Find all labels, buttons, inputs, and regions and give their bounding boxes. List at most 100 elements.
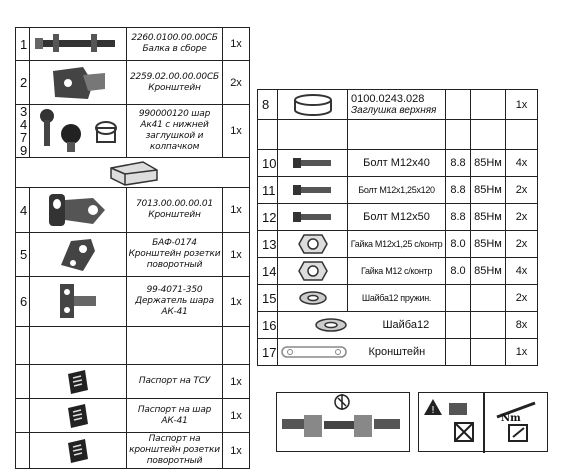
table-row: 10 Болт М12х40 8.8 85Нм 4x [257, 149, 538, 177]
part-number: 16 [257, 311, 278, 339]
document-icon [29, 398, 127, 433]
part-qty: 2x [505, 230, 538, 258]
part-torque: 85Нм [470, 176, 506, 204]
warning-torque-panel: ! Nm [418, 392, 548, 453]
part-torque: 85Нм [470, 230, 506, 258]
torque-unit-label: Nm [501, 413, 521, 424]
table-row: Паспорт на кронштейн розетки поворотный … [15, 432, 250, 469]
part-code: 7013.00.00.00.01 [136, 199, 213, 209]
table-row: 13 Гайка М12х1,25 с/контр 8.0 85Нм 2x [257, 230, 538, 258]
table-row: 17 Кронштейн 1x [257, 338, 538, 366]
part-qty: 2x [505, 284, 538, 312]
part-name: Заглушка верхняя [351, 104, 437, 116]
part-number: 6 [15, 276, 30, 327]
table-row: Паспорт на шар АК-41 1x [15, 398, 250, 433]
part-number: 15 [257, 284, 278, 312]
part-name: Болт М12х50 [347, 203, 446, 231]
table-row: 15 Шайба12 пружин. 2x [257, 284, 538, 312]
part-qty: 1x [222, 232, 250, 277]
part-name: Кронштейн розетки поворотный [128, 249, 221, 270]
part-number: 13 [257, 230, 278, 258]
nut-icon [277, 257, 348, 285]
top-cap-icon [15, 157, 250, 188]
part-torque: 85Нм [470, 257, 506, 285]
part-grade: 8.8 [445, 203, 471, 231]
part-code: 99-4071-350 [146, 285, 203, 295]
part-grade: 8.0 [445, 257, 471, 285]
part-number: 4 [15, 187, 30, 233]
part-name: Держатель шара АК-41 [135, 296, 214, 317]
part-qty: 2x [505, 203, 538, 231]
part-name: Гайка М12х1,25 с/контр [347, 230, 446, 258]
part-number: 7 [20, 130, 28, 145]
part-qty: 1x [222, 364, 250, 399]
part-name: Кронштейн [148, 82, 201, 93]
part-number: 2 [15, 60, 30, 105]
table-row-empty [257, 119, 538, 150]
part-number: 5 [15, 232, 30, 277]
svg-text:!: ! [431, 405, 435, 416]
beam-icon [29, 27, 127, 61]
cap-ring-icon [277, 89, 348, 120]
part-number: 11 [257, 176, 278, 204]
part-torque: 85Нм [470, 149, 506, 177]
part-number: 10 [257, 149, 278, 177]
part-number: 1 [15, 27, 30, 61]
part-number: 12 [257, 203, 278, 231]
part-qty: 4x [505, 149, 538, 177]
part-number: 8 [257, 89, 278, 120]
plate-bracket-icon [29, 187, 127, 233]
part-grade: 8.8 [445, 176, 471, 204]
part-name: Шайба12 [382, 318, 430, 331]
washer-icon [312, 316, 350, 334]
part-qty: 1x [222, 398, 250, 433]
part-code: 990000120 шар [138, 109, 211, 119]
ball-holder-icon [29, 276, 127, 327]
part-torque: 85Нм [470, 203, 506, 231]
part-qty: 4x [505, 257, 538, 285]
bolt-icon [277, 203, 348, 231]
part-qty: 1x [222, 104, 250, 158]
part-code: 2260.0100.00.00СБ [131, 33, 218, 43]
part-qty: 1x [222, 187, 250, 233]
part-name: Болт М12х1,25х120 [347, 176, 446, 204]
table-row: 14 Гайка М12 с/контр 8.0 85Нм 4x [257, 257, 538, 285]
part-qty: 1x [222, 432, 250, 469]
document-icon [29, 364, 127, 399]
torque-wrench-icon: Nm [491, 397, 545, 447]
table-row-empty [15, 326, 250, 365]
part-number: 17 [257, 338, 278, 366]
part-code: БАФ-0174 [152, 238, 197, 248]
passport-label: Паспорт на ТСУ [126, 364, 223, 399]
part-number: 9 [20, 143, 28, 158]
warning-icon: ! [423, 397, 483, 447]
part-name: Болт М12х40 [347, 149, 446, 177]
part-name: Гайка М12 с/контр [347, 257, 446, 285]
assembly-diagram [276, 392, 410, 452]
part-name: Балка в сборе [142, 44, 207, 54]
part-grade: 8.8 [445, 149, 471, 177]
part-qty: 1x [505, 89, 538, 120]
tow-ball-icon [29, 104, 127, 158]
bracket-strip-icon [280, 342, 350, 362]
table-row [15, 157, 250, 188]
part-qty: 2x [222, 60, 250, 105]
nut-icon [277, 230, 348, 258]
part-qty: 1x [222, 276, 250, 327]
bracket-icon [29, 60, 127, 105]
bolt-icon [277, 176, 348, 204]
bolted-joint-icon [282, 394, 400, 437]
part-name: Шайба12 пружин. [347, 284, 446, 312]
part-qty: 2x [505, 176, 538, 204]
part-code: 2259.02.00.00.00СБ [129, 71, 219, 82]
part-number: 4 [20, 117, 28, 132]
document-icon [29, 432, 127, 469]
